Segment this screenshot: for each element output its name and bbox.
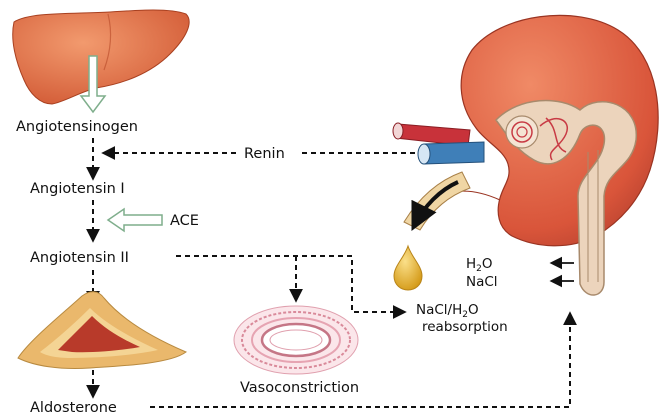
adrenal-gland-illustration [18,292,186,369]
nacl-label: NaCl [466,274,498,290]
reabsorption-line2: reabsorption [422,319,508,335]
angiotensin1-label: Angiotensin I [30,181,125,197]
ace-label: ACE [170,213,199,229]
kidney-illustration [393,15,658,295]
arrow-angiotensin2-to-reabsorption [176,256,404,312]
angiotensin2-label: Angiotensin II [30,250,129,266]
ace-arrow [108,209,162,231]
vasoconstriction-label: Vasoconstriction [240,380,359,396]
aldosterone-label: Aldosterone [30,400,117,416]
angiotensinogen-label: Angiotensinogen [16,119,138,135]
blood-vessel-cross-section [234,306,358,374]
renin-label: Renin [244,146,285,162]
reabsorption-line1: NaCl/H2O [416,302,479,320]
liver-illustration [13,10,189,104]
h2o-label: H2O [466,256,493,274]
